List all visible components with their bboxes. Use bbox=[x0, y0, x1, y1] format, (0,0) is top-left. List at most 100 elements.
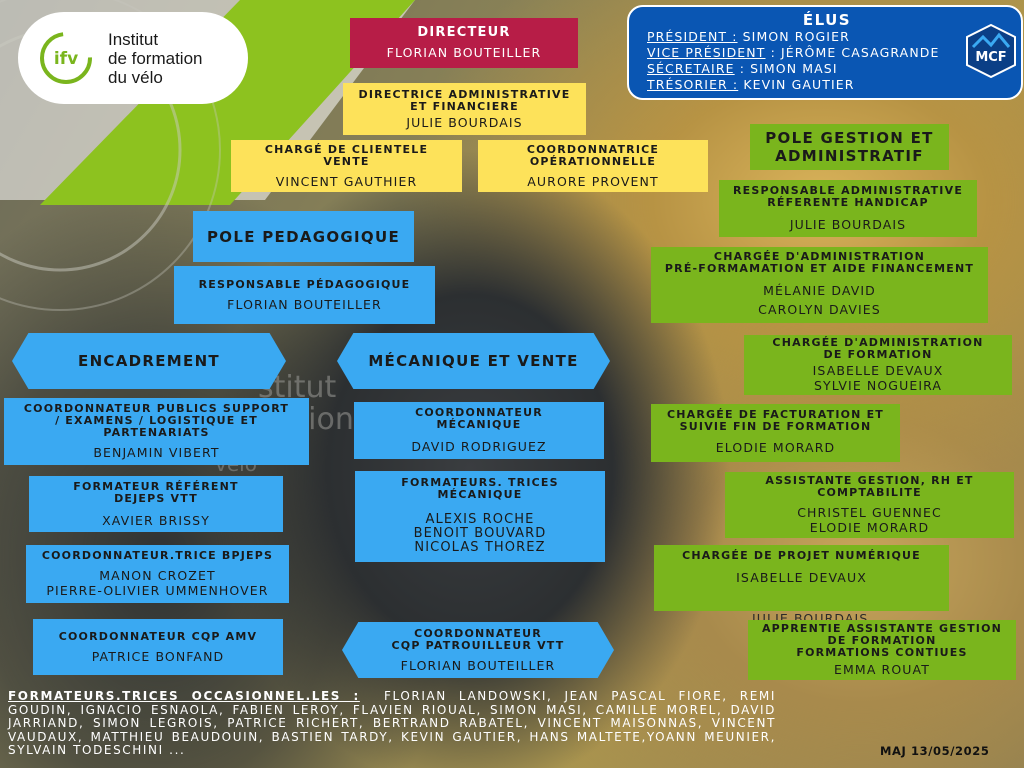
coord-bpjeps-box: COORDONNATEUR.TRICE BPJEPS MANON CROZET … bbox=[26, 545, 289, 603]
coord-meca-box: COORDONNATEUR MÉCANIQUE DAVID RODRIGUEZ bbox=[354, 402, 604, 459]
apprentie-box: APPRENTIE ASSISTANTE GESTION DE FORMATIO… bbox=[748, 620, 1016, 680]
coord-publics-box: COORDONNATEUR PUBLICS SUPPORT / EXAMENS … bbox=[4, 398, 309, 465]
mecanique-title: MÉCANIQUE ET VENTE bbox=[368, 352, 579, 370]
form-meca-title-2: MÉCANIQUE bbox=[437, 488, 523, 501]
charge-preform-box: CHARGÉE D'ADMINISTRATION PRÉ-FORMAMATION… bbox=[651, 247, 988, 323]
assist-gestion-box: ASSISTANTE GESTION, RH ET COMPTABILITE C… bbox=[725, 472, 1014, 538]
coord-meca-title-1: COORDONNATEUR bbox=[415, 406, 543, 419]
mcf-badge-icon: MCF bbox=[966, 23, 1016, 79]
charge-preform-title-2: PRÉ-FORMAMATION ET AIDE FINANCEMENT bbox=[664, 262, 975, 275]
charge-factu-name: ELODIE MORARD bbox=[715, 440, 836, 455]
coord-cqp-amv-title: COORDONNATEUR CQP AMV bbox=[58, 629, 258, 643]
elus-row-tresorier: TRÉSORIER : KEVIN GAUTIER bbox=[647, 77, 855, 92]
form-ref-name: XAVIER BRISSY bbox=[102, 512, 210, 528]
pole-pedagogique-title: POLE PEDAGOGIQUE bbox=[206, 227, 400, 246]
charge-projet-box: CHARGÉE DE PROJET NUMÉRIQUE ISABELLE DEV… bbox=[654, 545, 949, 611]
form-meca-box: FORMATEURS. TRICES MÉCANIQUE ALEXIS ROCH… bbox=[355, 471, 605, 562]
ifv-logo: ifv Institut de formation du vélo bbox=[18, 12, 248, 104]
coord-oper-box: COORDONNATRICE OPÉRATIONNELLE AURORE PRO… bbox=[478, 140, 708, 192]
coord-cqp-vtt-title-2: CQP PATROUILLEUR VTT bbox=[391, 638, 565, 652]
charge-factu-title-2: SUIVIE FIN DE FORMATION bbox=[679, 420, 872, 433]
apprentie-title-2: DE FORMATION bbox=[827, 634, 937, 647]
resp-admin-box: RESPONSABLE ADMINISTRATIVE RÉFERENTE HAN… bbox=[719, 180, 977, 237]
charge-admin-form-name-2: SYLVIE NOGUEIRA bbox=[813, 378, 943, 393]
charge-projet-title: CHARGÉE DE PROJET NUMÉRIQUE bbox=[682, 549, 921, 562]
coord-cqp-vtt-name: FLORIAN BOUTEILLER bbox=[400, 657, 556, 673]
coord-publics-name: BENJAMIN VIBERT bbox=[93, 445, 220, 460]
pole-gestion-title-1: POLE GESTION ET bbox=[765, 129, 934, 147]
directeur-box: DIRECTEUR FLORIAN BOUTEILLER bbox=[350, 18, 578, 68]
assist-gestion-name-1: CHRISTEL GUENNEC bbox=[797, 505, 942, 520]
elus-panel: ÉLUS PRÉSIDENT : SIMON ROGIER VICE PRÉSI… bbox=[627, 5, 1023, 100]
charge-admin-form-name-1: ISABELLE DEVAUX bbox=[812, 363, 944, 378]
directrice-title-2: ET FINANCIERE bbox=[410, 99, 519, 113]
resp-admin-title-2: RÉFERENTE HANDICAP bbox=[767, 196, 929, 209]
coord-meca-title-2: MÉCANIQUE bbox=[436, 418, 522, 431]
coord-bpjeps-name-2: PIERRE-OLIVIER UMMENHOVER bbox=[46, 583, 269, 598]
pole-gestion-box: POLE GESTION ET ADMINISTRATIF bbox=[750, 124, 949, 170]
assist-gestion-title-1: ASSISTANTE GESTION, RH ET bbox=[765, 474, 974, 487]
resp-admin-name: JULIE BOURDAIS bbox=[789, 217, 907, 232]
mecanique-header: MÉCANIQUE ET VENTE bbox=[337, 333, 610, 389]
ifv-logo-mark-icon: ifv bbox=[40, 32, 92, 84]
charge-preform-name-2: CAROLYN DAVIES bbox=[758, 302, 881, 317]
form-ref-title-2: DEJEPS VTT bbox=[114, 491, 198, 505]
coord-cqp-amv-name: PATRICE BONFAND bbox=[91, 648, 225, 664]
logo-line-2: de formation bbox=[108, 48, 203, 68]
apprentie-name: EMMA ROUAT bbox=[834, 662, 930, 677]
form-meca-name-3: NICOLAS THOREZ bbox=[414, 540, 546, 555]
charge-clientele-title-1: CHARGÉ DE CLIENTELE bbox=[264, 142, 429, 156]
logo-line-1: Institut bbox=[108, 29, 159, 49]
coord-publics-title-1: COORDONNATEUR PUBLICS SUPPORT bbox=[23, 402, 290, 415]
assist-gestion-title-2: COMPTABILITE bbox=[817, 486, 922, 499]
directeur-name: FLORIAN BOUTEILLER bbox=[386, 44, 542, 60]
pole-pedagogique-box: POLE PEDAGOGIQUE bbox=[193, 211, 414, 262]
coord-bpjeps-title: COORDONNATEUR.TRICE BPJEPS bbox=[41, 549, 274, 562]
coord-cqp-vtt-title-1: COORDONNATEUR bbox=[414, 626, 542, 640]
charge-clientele-box: CHARGÉ DE CLIENTELE VENTE VINCENT GAUTHI… bbox=[231, 140, 462, 192]
charge-projet-name: ISABELLE DEVAUX bbox=[736, 570, 867, 585]
occasional-trainers-label: FORMATEURS.TRICES OCCASIONNEL.LES : bbox=[8, 689, 360, 703]
directrice-box: DIRECTRICE ADMINISTRATIVE ET FINANCIERE … bbox=[343, 83, 586, 135]
elus-row-secretaire: SÉCRETAIRE : SIMON MASI bbox=[647, 61, 838, 76]
charge-preform-name-1: MÉLANIE DAVID bbox=[763, 283, 876, 298]
encadrement-title: ENCADREMENT bbox=[78, 352, 220, 370]
charge-clientele-title-2: VENTE bbox=[323, 154, 370, 168]
charge-factu-title-1: CHARGÉE DE FACTURATION ET bbox=[666, 408, 885, 421]
elus-row-vice-president: VICE PRÉSIDENT : JÉRÔME CASAGRANDE bbox=[647, 45, 940, 60]
form-ref-box: FORMATEUR RÉFÉRENT DEJEPS VTT XAVIER BRI… bbox=[29, 476, 283, 532]
form-ref-title-1: FORMATEUR RÉFÉRENT bbox=[73, 479, 239, 493]
coord-bpjeps-name-1: MANON CROZET bbox=[99, 568, 216, 583]
elus-row-president: PRÉSIDENT : SIMON ROGIER bbox=[647, 29, 850, 44]
resp-peda-name: FLORIAN BOUTEILLER bbox=[227, 296, 382, 312]
coord-oper-title-2: OPÉRATIONNELLE bbox=[529, 154, 657, 168]
resp-admin-title-1: RESPONSABLE ADMINISTRATIVE bbox=[732, 184, 964, 197]
charge-factu-box: CHARGÉE DE FACTURATION ET SUIVIE FIN DE … bbox=[651, 404, 900, 462]
charge-admin-form-title-2: DE FORMATION bbox=[823, 348, 933, 361]
coord-oper-name: AURORE PROVENT bbox=[527, 173, 659, 189]
elus-title: ÉLUS bbox=[802, 11, 852, 29]
directrice-name: JULIE BOURDAIS bbox=[406, 114, 523, 130]
form-meca-name-1: ALEXIS ROCHE bbox=[425, 512, 535, 527]
assist-gestion-name-2: ELODIE MORARD bbox=[809, 520, 930, 535]
resp-peda-title: RESPONSABLE PÉDAGOGIQUE bbox=[198, 277, 411, 291]
update-date: MAJ 13/05/2025 bbox=[880, 744, 990, 758]
form-meca-title-1: FORMATEURS. TRICES bbox=[401, 476, 559, 489]
resp-peda-box: RESPONSABLE PÉDAGOGIQUE FLORIAN BOUTEILL… bbox=[174, 266, 435, 324]
coord-cqp-vtt-box: COORDONNATEUR CQP PATROUILLEUR VTT FLORI… bbox=[342, 622, 614, 678]
coord-publics-title-2: / EXAMENS / LOGISTIQUE ET bbox=[55, 414, 258, 427]
pole-gestion-title-2: ADMINISTRATIF bbox=[775, 147, 924, 165]
charge-preform-title-1: CHARGÉE D'ADMINISTRATION bbox=[713, 250, 926, 263]
coord-publics-title-3: PARTENARIATS bbox=[103, 426, 210, 439]
directrice-title-1: DIRECTRICE ADMINISTRATIVE bbox=[358, 87, 571, 101]
coord-meca-name: DAVID RODRIGUEZ bbox=[411, 439, 547, 454]
coord-cqp-amv-box: COORDONNATEUR CQP AMV PATRICE BONFAND bbox=[33, 619, 283, 675]
form-meca-name-2: BENOIT BOUVARD bbox=[413, 526, 547, 541]
apprentie-title-1: APPRENTIE ASSISTANTE GESTION bbox=[761, 622, 1003, 635]
svg-text:MCF: MCF bbox=[975, 50, 1006, 65]
svg-text:ifv: ifv bbox=[54, 49, 78, 69]
occasional-trainers-text: FLORIAN LANDOWSKI, JEAN PASCAL FIORE, RE… bbox=[8, 689, 776, 757]
encadrement-header: ENCADREMENT bbox=[12, 333, 286, 389]
occasional-trainers-list: FORMATEURS.TRICES OCCASIONNEL.LES : FLOR… bbox=[8, 689, 776, 758]
apprentie-title-3: FORMATIONS CONTIUES bbox=[796, 646, 968, 659]
